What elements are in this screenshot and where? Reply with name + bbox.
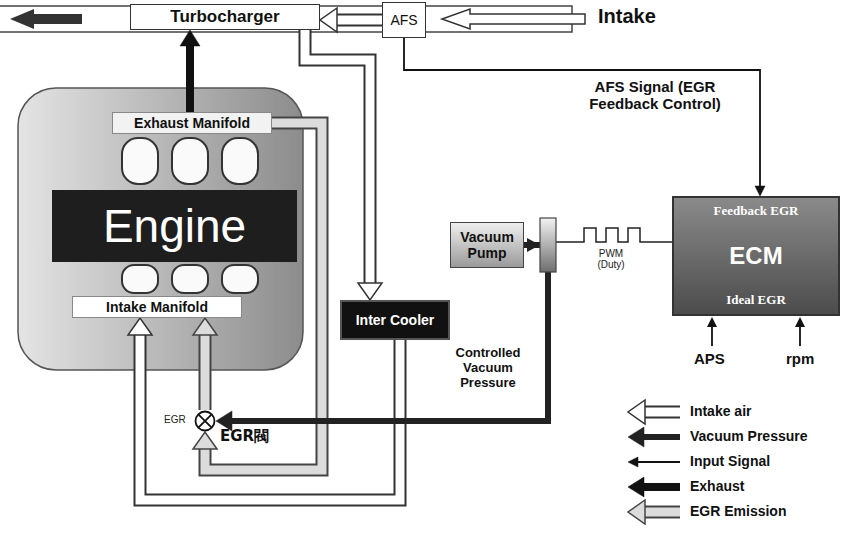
arrowhead	[628, 457, 638, 467]
intercooler-box: Inter Cooler	[340, 300, 450, 340]
legend-sample	[628, 400, 680, 424]
legend-text: Input Signal	[690, 453, 770, 469]
arrowhead	[628, 477, 644, 497]
engine-housing	[18, 88, 303, 370]
legend-text: Exhaust	[690, 478, 744, 494]
valve-label: EGR	[164, 414, 186, 426]
sensor-input: rpm	[786, 350, 814, 367]
box-label: Turbocharger	[170, 7, 279, 27]
connector	[193, 318, 217, 410]
vacuum-arrowhead	[527, 238, 540, 252]
connector-label: AFS Signal (EGR Feedback Control)	[560, 78, 750, 113]
inlet-label: Intake	[598, 5, 656, 28]
connector-label: Controlled Vacuum Pressure	[436, 346, 540, 391]
box-label: AFS	[390, 12, 417, 28]
pwm-wire	[556, 228, 672, 242]
legend-sample	[628, 477, 680, 497]
ecm-box: Feedback EGR ECM Ideal EGR	[672, 196, 840, 316]
connector-line	[643, 434, 680, 440]
connector-fill	[201, 334, 210, 410]
cylinder	[222, 265, 258, 293]
pump-box: Vacuum Pump	[450, 222, 524, 268]
arrowhead	[628, 500, 645, 524]
cylinder	[122, 265, 158, 293]
legend-sample	[628, 427, 680, 447]
valve-circle	[196, 412, 215, 431]
input-wire	[799, 326, 801, 346]
legend-sample	[628, 457, 680, 467]
box-heading: Feedback EGR	[714, 204, 799, 219]
connector-line	[644, 506, 680, 519]
connector-fill	[644, 508, 680, 517]
solenoid-valve	[540, 218, 556, 272]
connector-fill	[336, 16, 382, 25]
legend-text: Intake air	[690, 403, 751, 419]
valve-symbol	[194, 410, 216, 432]
connector	[404, 38, 765, 196]
connector	[216, 245, 548, 431]
manifold-box: Exhaust Manifold	[112, 112, 272, 134]
sensor-input: APS	[694, 350, 725, 367]
input-wire	[711, 326, 713, 346]
box-label: ECM	[729, 242, 782, 270]
input-arrowhead	[795, 317, 805, 327]
box-label: Engine	[103, 203, 246, 249]
box-label: Inter Cooler	[356, 312, 435, 328]
sensor-box: AFS	[382, 2, 426, 38]
connector-line	[637, 461, 680, 463]
arrowhead	[193, 318, 217, 335]
engine-block: Engine	[52, 190, 297, 262]
input-arrowhead	[707, 317, 717, 327]
box-label: Intake Manifold	[106, 299, 208, 315]
box-heading: Ideal EGR	[726, 293, 786, 308]
valve-label: EGR閥	[220, 428, 269, 445]
connector-line	[336, 14, 382, 27]
legend-text: EGR Emission	[690, 503, 786, 519]
connector-line	[644, 406, 680, 419]
connector	[180, 30, 200, 112]
connector-line	[643, 483, 680, 491]
connector-fill	[305, 30, 370, 284]
box-label: Vacuum Pump	[457, 229, 517, 261]
connector-line	[305, 30, 370, 284]
arrowhead	[358, 283, 382, 300]
cylinder	[172, 265, 208, 293]
box-label: Exhaust Manifold	[134, 115, 250, 131]
arrowhead	[193, 432, 217, 449]
cylinder	[222, 138, 258, 184]
cylinder	[172, 138, 208, 184]
connector-line	[199, 334, 212, 410]
arrowhead	[320, 8, 337, 32]
arrowhead	[628, 400, 645, 424]
arrowhead	[628, 427, 644, 447]
connector-line	[186, 45, 194, 112]
arrowhead	[180, 30, 200, 46]
signal-label: PWM (Duty)	[586, 248, 636, 270]
connector-line	[231, 245, 548, 421]
connector	[320, 8, 382, 32]
connector-line	[404, 38, 760, 187]
turbocharger-box: Turbocharger	[130, 4, 320, 30]
connector-fill	[644, 408, 680, 417]
legend-sample	[628, 500, 680, 524]
exhaust-outlet-arrow	[10, 9, 82, 29]
manifold-box: Intake Manifold	[72, 296, 242, 318]
intake-air-arrow	[442, 9, 585, 29]
arrowhead	[755, 186, 765, 196]
valve-cross	[198, 414, 211, 427]
egr-valve: EGREGR閥	[194, 410, 216, 432]
arrowhead	[128, 318, 152, 335]
legend-text: Vacuum Pressure	[690, 428, 808, 444]
cylinder	[122, 138, 158, 184]
